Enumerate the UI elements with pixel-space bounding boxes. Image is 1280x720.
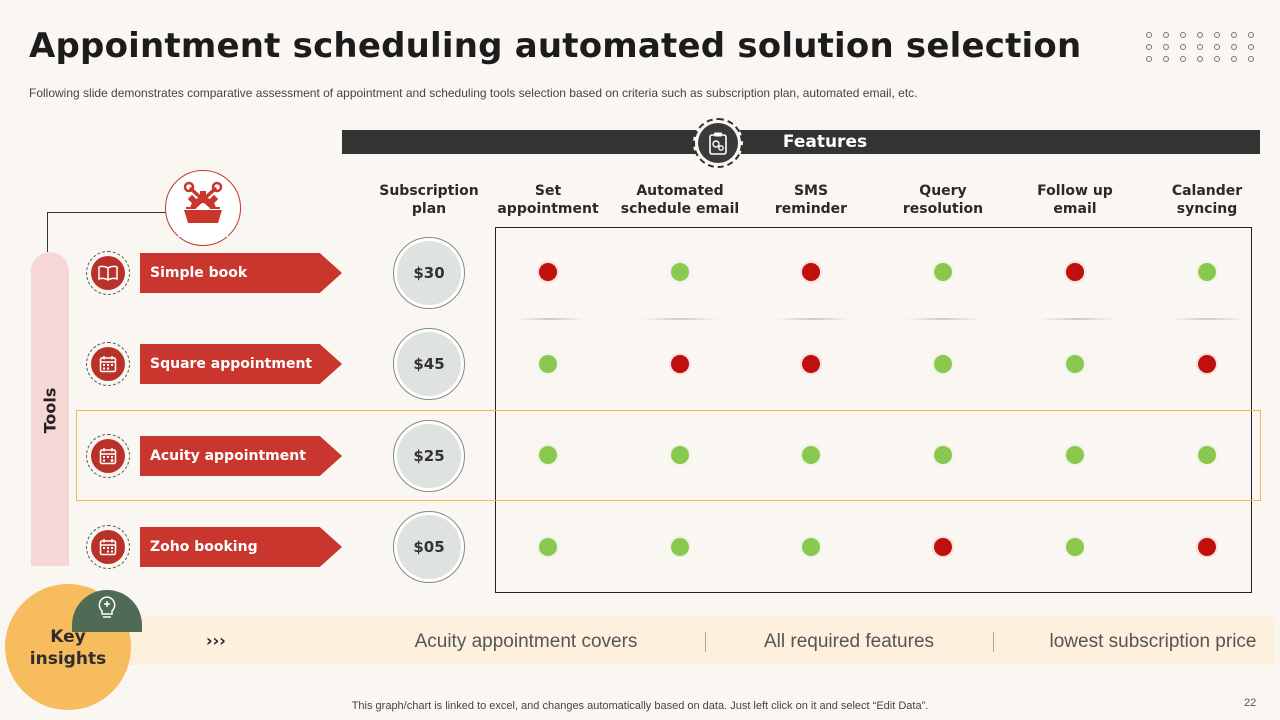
feature-status-dot-green [539,538,557,556]
price-badge-zoho-booking: $05 [393,511,465,583]
feature-status-dot-green [934,446,952,464]
price-badge-acuity-appointment: $25 [393,420,465,492]
page-title: Appointment scheduling automated solutio… [29,26,1082,66]
tools-label: Tools [40,387,60,433]
calendar-icon [86,525,130,569]
feature-status-dot-red [1198,538,1216,556]
wrench-gear-icon [165,170,241,246]
feature-status-dot-green [1198,446,1216,464]
feature-status-dot-red [802,263,820,281]
features-label: Features [782,132,868,152]
feature-status-dot-green [934,263,952,281]
feature-status-dot-green [1198,263,1216,281]
feature-status-dot-red [539,263,557,281]
feature-status-dot-green [671,263,689,281]
row-separator [905,318,980,320]
price-badge-square-appointment: $45 [393,328,465,400]
feature-status-dot-red [671,355,689,373]
book-icon [86,251,130,295]
feature-status-dot-red [802,355,820,373]
feature-status-dot-green [539,355,557,373]
insight-item: Acuity appointment covers [414,631,638,652]
feature-status-dot-green [671,446,689,464]
calendar-icon [86,434,130,478]
highlight-row-frame [76,410,1261,501]
row-separator [515,318,585,320]
clipboard-icon [693,118,743,168]
insight-item: lowest subscription price [1049,631,1257,652]
price-badge-simple-book: $30 [393,237,465,309]
feature-status-dot-green [539,446,557,464]
connector-line [47,212,167,213]
calendar-icon [86,342,130,386]
insight-divider [705,632,706,652]
row-separator [1040,318,1115,320]
row-separator [640,318,720,320]
tools-bar [31,252,69,566]
tool-label-acuity-appointment: Acuity appointment [140,436,342,476]
decorative-dots [1146,32,1254,62]
feature-status-dot-green [1066,538,1084,556]
insights-band [118,617,1275,665]
feature-status-dot-green [802,446,820,464]
insight-item: All required features [763,631,935,652]
row-separator [775,318,850,320]
connector-line [47,212,48,252]
row-separator [1170,318,1245,320]
feature-status-dot-green [1066,446,1084,464]
tool-label-simple-book: Simple book [140,253,342,293]
feature-status-dot-red [1198,355,1216,373]
features-bar [342,130,1260,154]
tool-label-square-appointment: Square appointment [140,344,342,384]
feature-status-dot-red [1066,263,1084,281]
feature-status-dot-green [671,538,689,556]
tool-label-zoho-booking: Zoho booking [140,527,342,567]
footer-note: This graph/chart is linked to excel, and… [351,700,929,712]
feature-status-dot-red [934,538,952,556]
chevrons-icon: ››› [206,631,226,650]
insight-divider [993,632,994,652]
page-subtitle: Following slide demonstrates comparative… [29,86,918,100]
feature-status-dot-green [802,538,820,556]
feature-status-dot-green [1066,355,1084,373]
feature-status-dot-green [934,355,952,373]
page-number: 22 [1244,697,1257,709]
